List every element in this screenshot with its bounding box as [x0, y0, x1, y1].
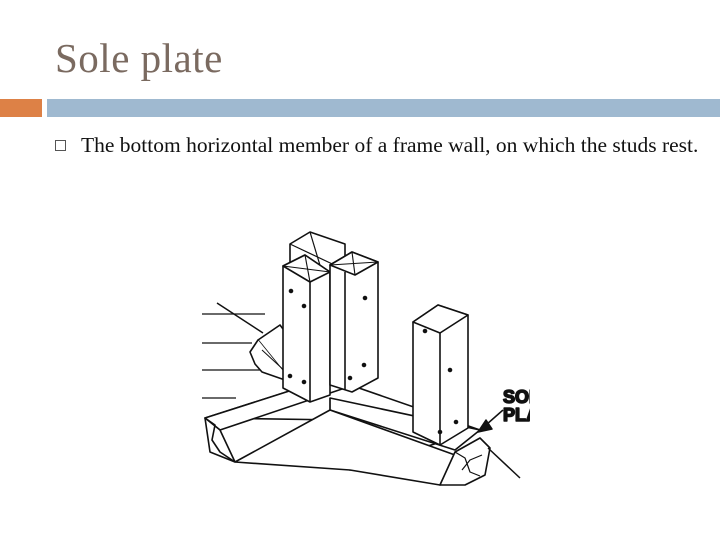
bullet-text: The bottom horizontal member of a frame … — [81, 133, 699, 157]
square-bullet-icon — [55, 140, 66, 151]
sole-label-line-1: SOLE- — [503, 387, 530, 407]
accent-bar-blue — [47, 99, 720, 117]
slide-title: Sole plate — [55, 35, 223, 81]
sole-plate-illustration: SOLE- PLATE — [195, 222, 530, 490]
stud-middle — [329, 251, 379, 393]
accent-bar-orange — [0, 99, 42, 117]
sole-label-line-2: PLATE — [503, 405, 530, 425]
stud-left — [282, 254, 331, 403]
leader-lines — [216, 302, 521, 479]
stud-right — [412, 304, 469, 446]
